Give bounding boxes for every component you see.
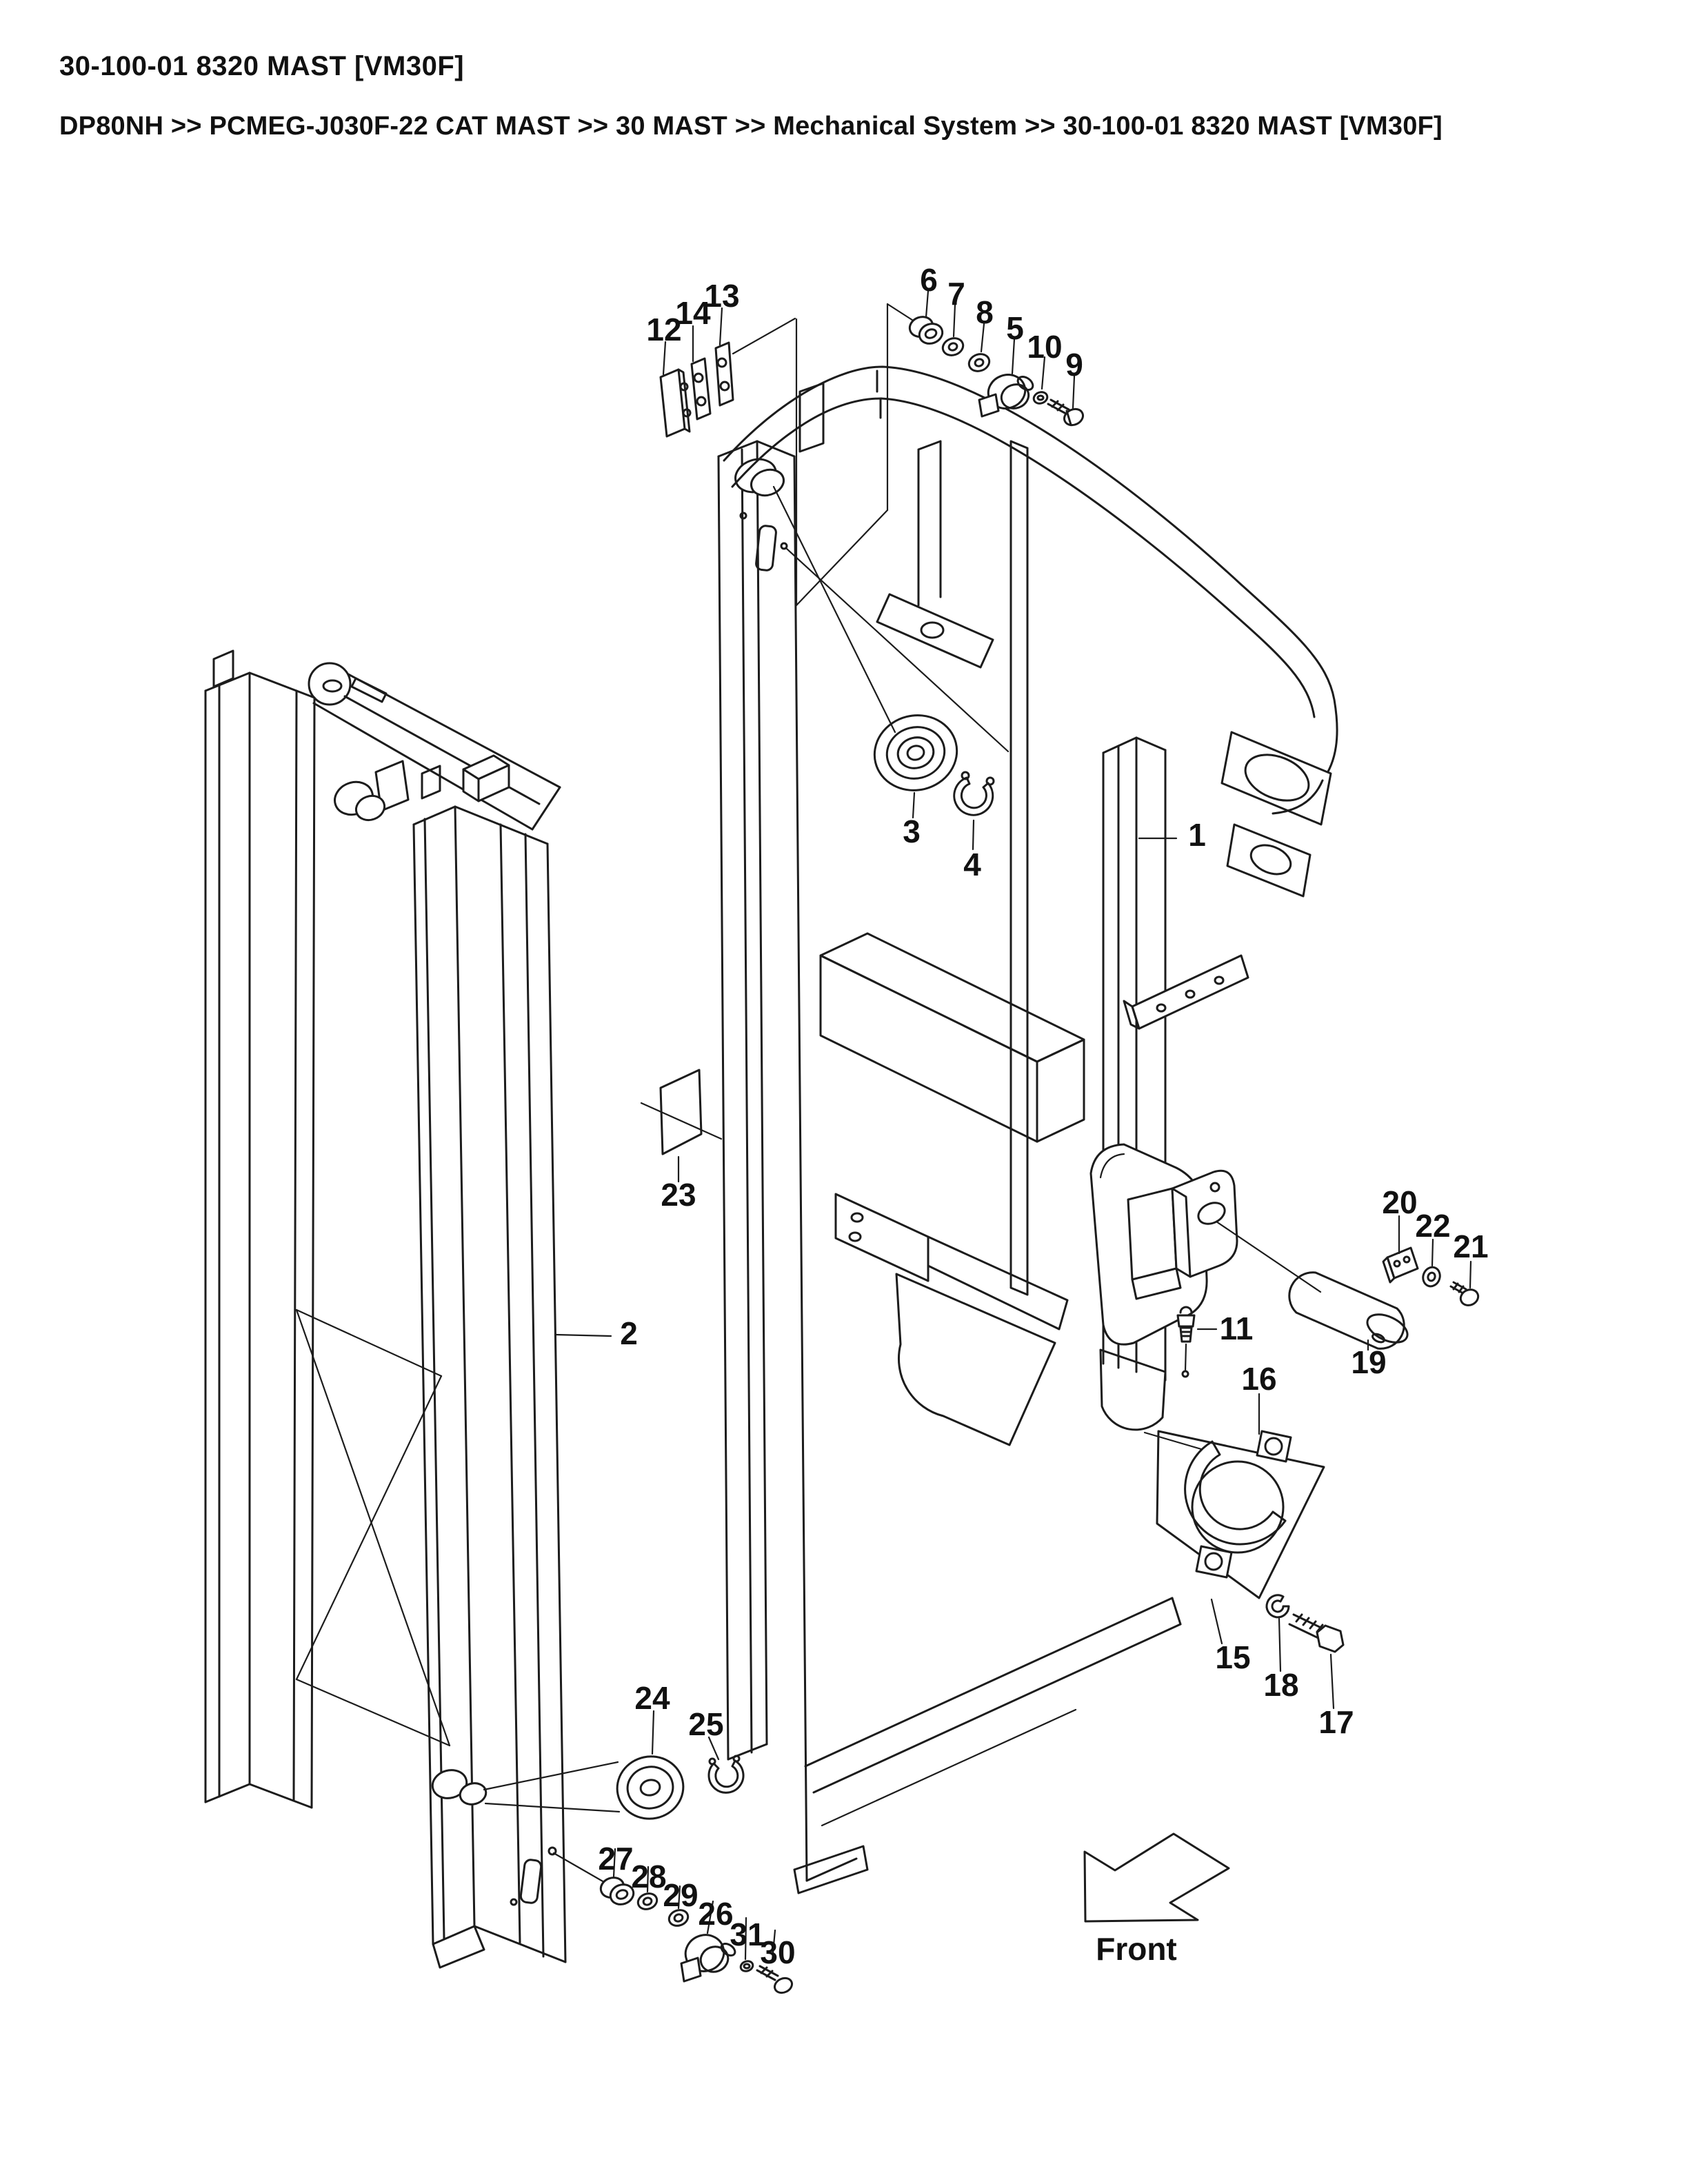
callout-6: 6: [920, 262, 938, 298]
callout-8: 8: [976, 294, 994, 330]
callout-31: 31: [730, 1917, 765, 1952]
front-arrow-icon: [1083, 1832, 1230, 1923]
callout-11: 11: [1220, 1311, 1254, 1346]
breadcrumb[interactable]: DP80NH >> PCMEG-J030F-22 CAT MAST >> 30 …: [59, 112, 1443, 141]
inner-mast-assembly: [204, 649, 723, 1969]
callout-22: 22: [1415, 1208, 1450, 1244]
callout-19: 19: [1351, 1344, 1386, 1380]
callout-30: 30: [760, 1934, 795, 1970]
callout-10: 10: [1027, 329, 1062, 365]
callout-7: 7: [947, 276, 965, 312]
outer-mast-assembly: [717, 303, 1338, 1894]
callout-9: 9: [1065, 347, 1083, 383]
callout-15: 15: [1215, 1639, 1250, 1675]
callout-14: 14: [675, 295, 711, 331]
callout-25: 25: [688, 1706, 723, 1742]
callout-20: 20: [1382, 1184, 1417, 1220]
leader-lines: [554, 290, 1472, 1962]
callout-12: 12: [646, 312, 681, 347]
callout-16: 16: [1241, 1361, 1276, 1397]
callout-29: 29: [663, 1877, 698, 1913]
callout-5: 5: [1006, 310, 1024, 346]
callout-21: 21: [1453, 1228, 1488, 1264]
callout-1: 1: [1188, 817, 1206, 853]
hardware-parts: [483, 316, 1480, 1994]
callout-3: 3: [903, 813, 921, 849]
callout-26: 26: [698, 1896, 733, 1932]
callout-28: 28: [631, 1859, 666, 1894]
callout-2: 2: [620, 1315, 638, 1351]
callout-17: 17: [1318, 1704, 1354, 1740]
callout-18: 18: [1263, 1667, 1298, 1703]
front-label: Front: [1096, 1931, 1177, 1967]
page-title: 30-100-01 8320 MAST [VM30F]: [59, 51, 465, 81]
callout-4: 4: [963, 847, 981, 882]
callout-24: 24: [634, 1680, 670, 1716]
callout-23: 23: [661, 1177, 696, 1213]
callout-13: 13: [704, 278, 739, 314]
callout-27: 27: [598, 1841, 633, 1877]
